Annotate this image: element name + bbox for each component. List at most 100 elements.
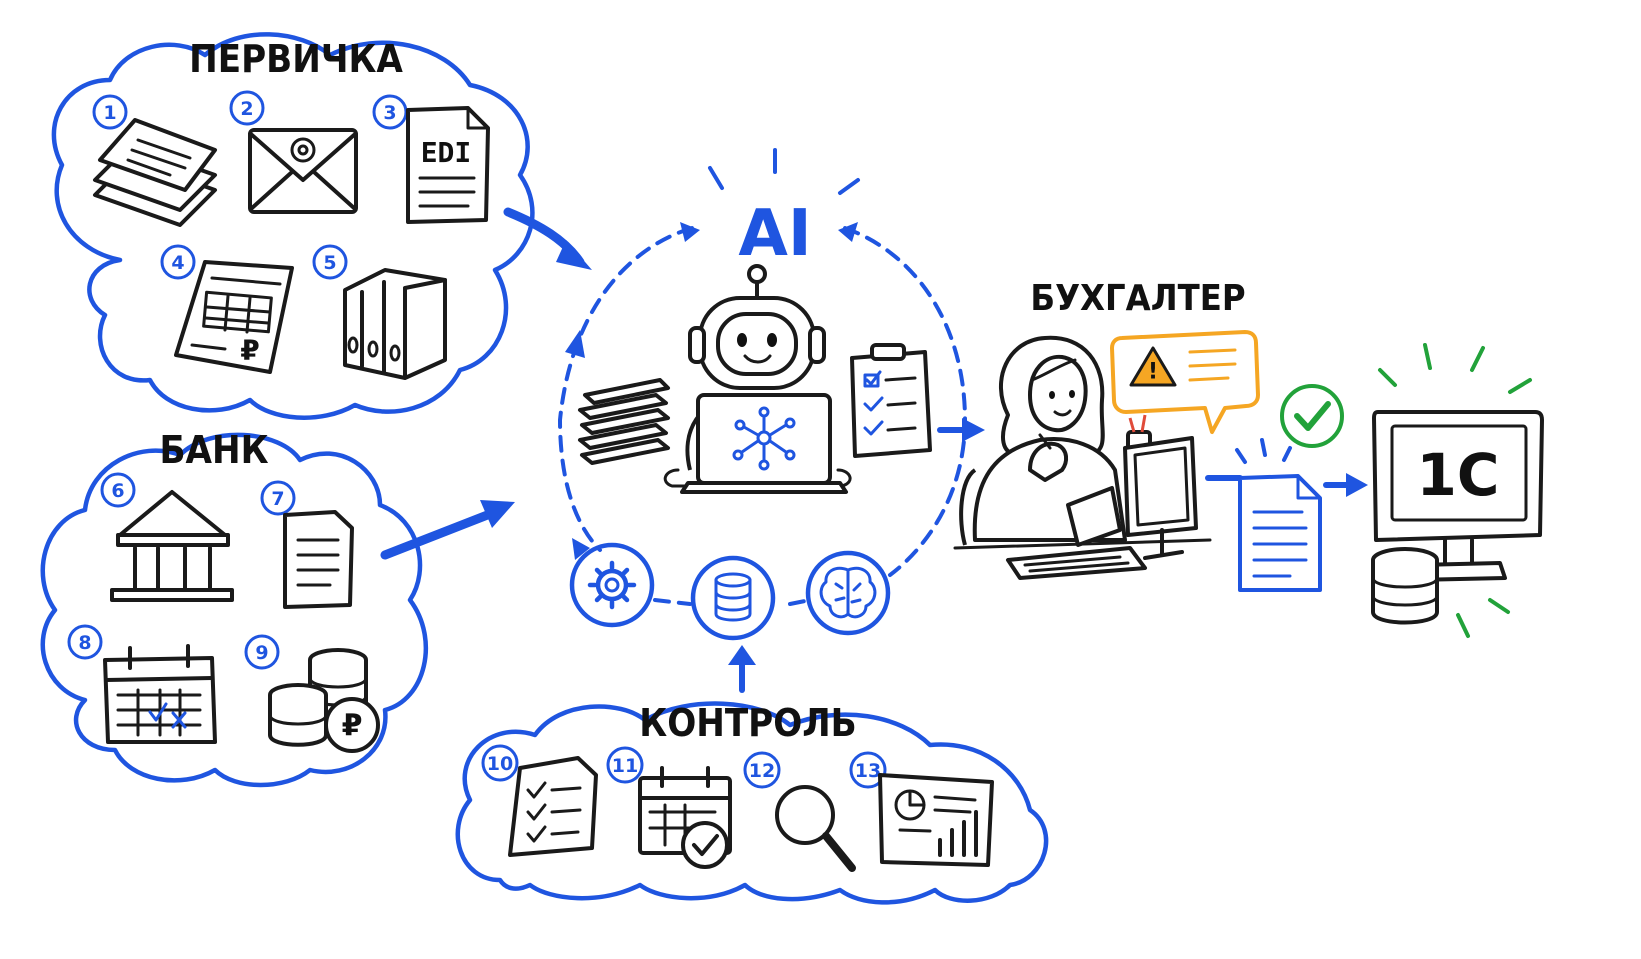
ai-title: AI — [738, 197, 811, 271]
report-dashboard-icon — [878, 773, 994, 867]
primary-cloud — [51, 32, 535, 420]
loop-arrowhead-left-icon — [680, 222, 700, 242]
accountant-monitor-icon — [1123, 436, 1198, 560]
loop-arrowhead-down-icon — [572, 538, 590, 560]
paper-stack-icon — [93, 118, 217, 227]
ruble-coin-glyph: ₽ — [342, 709, 363, 744]
badge-4-icon — [160, 244, 196, 280]
control-to-ai-arrowhead — [728, 645, 756, 665]
ai-loop-left — [557, 226, 694, 552]
ai-loop-right — [843, 226, 968, 577]
badge-6-icon — [100, 472, 136, 508]
control-group: КОНТРОЛЬ 10 11 12 — [455, 701, 1049, 905]
accountant-title: БУХГАЛТЕР — [1030, 278, 1245, 319]
bank-title: БАНК — [159, 428, 268, 472]
badge-10-icon — [481, 744, 519, 782]
badge-13-icon — [849, 751, 887, 789]
bank-item-8: 8 — [67, 624, 217, 744]
bank-building-icon — [110, 490, 234, 602]
gear-icon — [587, 560, 637, 610]
bank-item-9: 9 ₽ — [244, 634, 380, 753]
onec-rays-icon — [1378, 343, 1532, 638]
settings-node — [569, 542, 655, 628]
desk-line — [953, 538, 1212, 550]
control-item-11: 11 — [606, 746, 732, 869]
svg-text:12: 12 — [749, 760, 775, 782]
control-item-10: 10 — [481, 744, 598, 857]
badge-9-icon — [244, 634, 280, 670]
control-title: КОНТРОЛЬ — [639, 701, 856, 745]
primary-title: ПЕРВИЧКА — [189, 37, 403, 81]
bank-to-ai-arrow — [380, 507, 500, 560]
badge-12-icon — [743, 751, 781, 789]
bank-item-6: 6 — [100, 472, 234, 602]
result-document-icon — [1235, 438, 1322, 592]
magnifier-icon — [775, 785, 856, 872]
ai-loop-bottom — [653, 598, 812, 606]
svg-text:1: 1 — [103, 102, 116, 124]
warning-glyph: ! — [1148, 360, 1158, 385]
clipboard-checklist-icon — [850, 343, 932, 458]
bank-cloud — [40, 432, 429, 788]
svg-text:6: 6 — [111, 480, 124, 502]
primary-to-ai-arrowhead — [556, 240, 592, 270]
badge-1-icon — [92, 94, 128, 130]
onec-label: 1С — [1417, 441, 1500, 509]
invoice-ruble-icon: ₽ — [174, 260, 294, 374]
ai-to-accountant-arrowhead — [962, 418, 985, 442]
svg-text:11: 11 — [612, 755, 638, 777]
badge-8-icon — [67, 624, 103, 660]
email-envelope-icon — [248, 128, 358, 214]
accountant-person-icon — [959, 335, 1127, 547]
svg-text:9: 9 — [255, 642, 268, 664]
svg-text:3: 3 — [383, 102, 396, 124]
edi-label: EDI — [421, 136, 472, 169]
svg-text:10: 10 — [487, 753, 513, 775]
checklist-icon — [508, 756, 598, 857]
document-stack-icon — [578, 378, 670, 465]
svg-text:8: 8 — [78, 632, 91, 654]
primary-docs-group: ПЕРВИЧКА 1 2 3 — [51, 32, 535, 420]
approved-check-icon — [1280, 384, 1344, 448]
svg-text:5: 5 — [323, 252, 336, 274]
onec-database-icon — [1371, 547, 1439, 625]
database-icon — [714, 572, 752, 622]
badge-11-icon — [606, 746, 644, 784]
ai-rays-icon — [708, 148, 860, 195]
keyboard-icon — [1006, 546, 1147, 580]
laptop-network-icon — [680, 393, 848, 494]
primary-item-2: 2 — [229, 90, 358, 214]
svg-text:7: 7 — [271, 488, 284, 510]
control-item-13: 13 — [849, 751, 994, 867]
accountant-group: БУХГАЛТЕР ! — [953, 278, 1260, 580]
loop-arrowhead-up-icon — [565, 330, 585, 358]
brain-node — [805, 550, 891, 636]
primary-item-3: 3 EDI — [372, 94, 490, 224]
document-to-1c-arrowhead — [1346, 473, 1368, 497]
binders-icon — [343, 268, 447, 380]
coins-ruble-icon: ₽ — [268, 648, 380, 753]
badge-2-icon — [229, 90, 265, 126]
ai-core-group: AI — [557, 148, 968, 641]
primary-item-1: 1 — [92, 94, 217, 227]
primary-item-5: 5 — [312, 244, 447, 380]
bank-to-ai-arrowhead — [480, 500, 515, 528]
warning-bubble: ! — [1110, 330, 1260, 434]
payment-calendar-icon — [103, 644, 217, 744]
bank-item-7: 7 — [260, 480, 354, 609]
onec-monitor-icon: 1С — [1372, 410, 1544, 582]
badge-5-icon — [312, 244, 348, 280]
onec-group: 1С — [1371, 343, 1544, 638]
database-node — [690, 555, 776, 641]
control-cloud — [455, 701, 1049, 905]
svg-text:4: 4 — [171, 252, 184, 274]
deadline-calendar-icon — [638, 766, 732, 869]
warning-icon: ! — [1129, 346, 1177, 387]
svg-text:13: 13 — [855, 760, 881, 782]
ruble-glyph: ₽ — [240, 334, 259, 367]
control-item-12: 12 — [743, 751, 856, 872]
loop-arrowhead-right-icon — [838, 222, 858, 242]
primary-item-4: 4 ₽ — [160, 244, 294, 374]
badge-7-icon — [260, 480, 296, 516]
